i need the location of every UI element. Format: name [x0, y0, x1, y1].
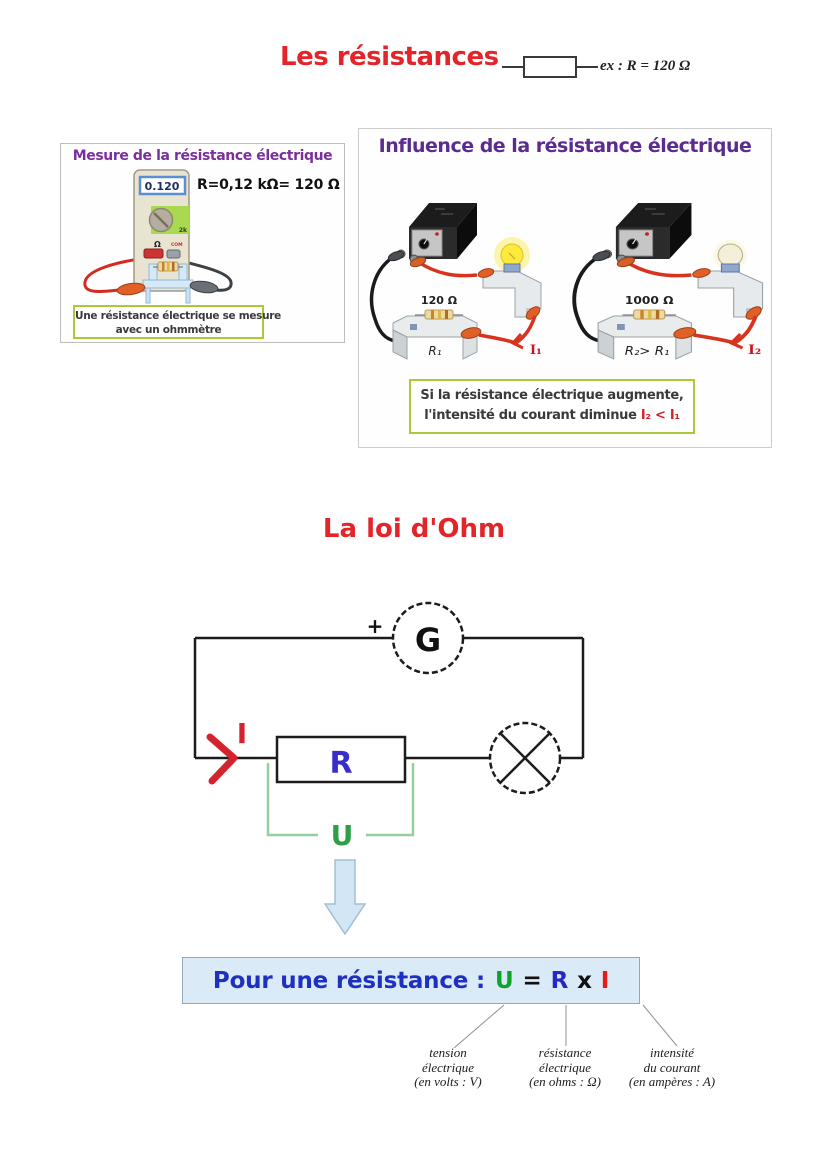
supply-side	[457, 203, 477, 259]
dial-pointer	[153, 212, 169, 228]
black-croc-clip	[189, 280, 219, 294]
holder-leg-left	[145, 287, 151, 304]
power-supply	[592, 203, 692, 268]
page-title: Les résistances	[280, 42, 499, 72]
display-value: 0.120	[145, 180, 180, 193]
multimeter-illustration: 0.120 2k Ω COM	[83, 169, 233, 304]
lamp-assembly	[477, 237, 542, 320]
measure-caption-box: Une résistance électrique se mesure avec…	[73, 305, 282, 339]
influence-caption-line2: l'intensité du courant diminue I₂ < I₁	[424, 408, 680, 424]
resistor-on-support	[415, 309, 463, 320]
connector-i	[642, 1004, 678, 1047]
red-croc-clip	[116, 282, 146, 296]
resistor-support	[392, 315, 482, 360]
measure-panel: Mesure de la résistance électrique R=0,1…	[60, 143, 345, 343]
legend-resistance: résistance électrique (en ohms : Ω)	[529, 1045, 601, 1090]
current-wire	[693, 315, 758, 345]
resistance-value-label: 1000 Ω	[625, 294, 674, 307]
current-label: I	[237, 717, 247, 750]
black-wire	[369, 255, 396, 343]
resistor-support	[597, 315, 697, 360]
red-probe-port	[143, 248, 164, 259]
circuit-wires	[193, 636, 585, 760]
current-label: I₁	[530, 343, 542, 358]
resistance-value-label: 120 Ω	[421, 294, 458, 307]
formula-r: R	[550, 967, 569, 994]
formula-times: x	[577, 967, 592, 994]
supply-dial	[626, 238, 639, 250]
red-wire	[415, 259, 478, 278]
resistor-component	[153, 261, 183, 272]
ohm-port-label: Ω	[154, 240, 161, 249]
power-led	[435, 232, 439, 236]
formula-equals: =	[522, 967, 542, 994]
resistor-on-support	[622, 309, 676, 320]
holder-leg-right	[185, 287, 191, 304]
bulb-base	[503, 263, 521, 273]
legend-intensite: intensité du courant (en ampères : A)	[628, 1045, 716, 1090]
black-probe-port	[166, 249, 181, 259]
lamp-assembly	[692, 240, 764, 320]
ohm-circuit-diagram: G + R I U	[193, 601, 585, 852]
black-wire	[572, 255, 601, 343]
dial-range-label: 2k	[179, 227, 188, 234]
lamp-symbol	[488, 721, 562, 795]
influence-panel-title: Influence de la résistance électrique	[378, 135, 752, 157]
resistance-reading-label: R=0,12 kΩ= 120 Ω	[197, 177, 340, 193]
support-clip	[460, 327, 482, 339]
formula-prefix: Pour une résistance :	[212, 967, 485, 994]
connector-u	[453, 1004, 505, 1049]
measure-panel-title: Mesure de la résistance électrique	[72, 148, 333, 164]
power-led	[645, 232, 649, 236]
resistor-body	[523, 56, 577, 78]
power-supply	[387, 203, 477, 268]
support-screw	[410, 324, 417, 330]
formula-u: U	[495, 967, 514, 994]
legend-connectors	[453, 1004, 678, 1049]
example-label: ex : R = 120 Ω	[600, 58, 691, 74]
com-label: COM	[171, 242, 183, 248]
bulb-base	[720, 263, 740, 273]
current-arrow	[728, 333, 744, 350]
circuit-illustration-1: 120 Ω R₁ I₁	[369, 203, 542, 360]
current-label: I₂	[748, 343, 761, 358]
resistor-symbol-icon	[502, 56, 598, 78]
red-lead-wire	[83, 256, 147, 294]
resistor-name-label: R₁	[428, 344, 441, 358]
lcd-display	[138, 175, 187, 196]
formula-i: I	[600, 967, 610, 994]
current-arrow	[510, 333, 524, 350]
down-arrow-icon	[323, 859, 367, 936]
legend-tension: tension électrique (en volts : V)	[414, 1045, 482, 1090]
current-wire	[478, 315, 537, 345]
circuit-illustration-2: 1000 Ω R₂> R₁ I₂	[572, 203, 764, 360]
voltage-bracket	[266, 763, 415, 837]
plus-sign: +	[367, 614, 384, 638]
generator-label: G	[415, 621, 441, 659]
influence-caption-line1: Si la résistance électrique augmente,	[420, 388, 684, 403]
influence-panel: Influence de la résistance électrique	[358, 128, 772, 448]
ohm-section-title: La loi d'Ohm	[322, 514, 506, 544]
resistor-name-label: R₂> R₁	[625, 344, 670, 358]
measure-caption-line2: avec un ohmmètre	[115, 324, 222, 337]
red-clip	[409, 256, 427, 268]
current-comparison: I₂ < I₁	[640, 408, 680, 424]
formula-box: Pour une résistance : U = R x I	[182, 957, 640, 1004]
measure-caption-line1: Une résistance électrique se mesure	[75, 310, 282, 322]
bulb	[500, 243, 524, 267]
resistor-label: R	[329, 746, 352, 781]
red-wire	[623, 259, 692, 278]
resistor-box	[275, 735, 407, 784]
influence-caption-box: Si la résistance électrique augmente, l'…	[409, 379, 695, 434]
bulb-dim	[717, 243, 744, 267]
bracket-clip-left	[477, 268, 495, 278]
voltage-label: U	[331, 819, 354, 852]
holder-base	[142, 279, 194, 289]
black-clip	[387, 250, 405, 262]
current-arrow	[206, 733, 238, 785]
generator-symbol	[391, 601, 465, 675]
